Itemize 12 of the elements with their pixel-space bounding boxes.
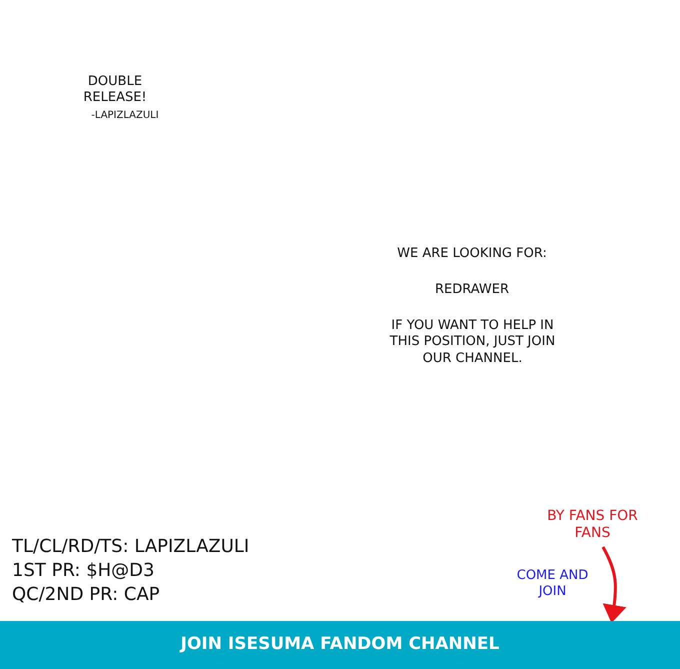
credit-line: 1ST PR: $H@D3 (12, 560, 156, 582)
curved-arrow (602, 546, 626, 623)
note-text: WE ARE LOOKING FOR: (396, 246, 548, 262)
note-text: REDRAWER (434, 282, 510, 298)
note-text: IF YOU WANT TO HELP IN THIS POSITION, JUST JOIN OUR CHANNEL. (388, 318, 556, 367)
note-text: -LAPIZLAZULI (90, 110, 160, 122)
note-text: COME AND JOIN (516, 568, 590, 600)
slogan-text: BY FANS FOR FANS (540, 507, 645, 543)
credit-line: TL/CL/RD/TS: LAPIZLAZULI (12, 536, 250, 558)
note-text: DOUBLE RELEASE! (82, 74, 148, 106)
footer-banner: JOIN ISESUMA FANDOM CHANNEL (0, 621, 680, 669)
credit-line: QC/2ND PR: CAP (12, 584, 161, 606)
